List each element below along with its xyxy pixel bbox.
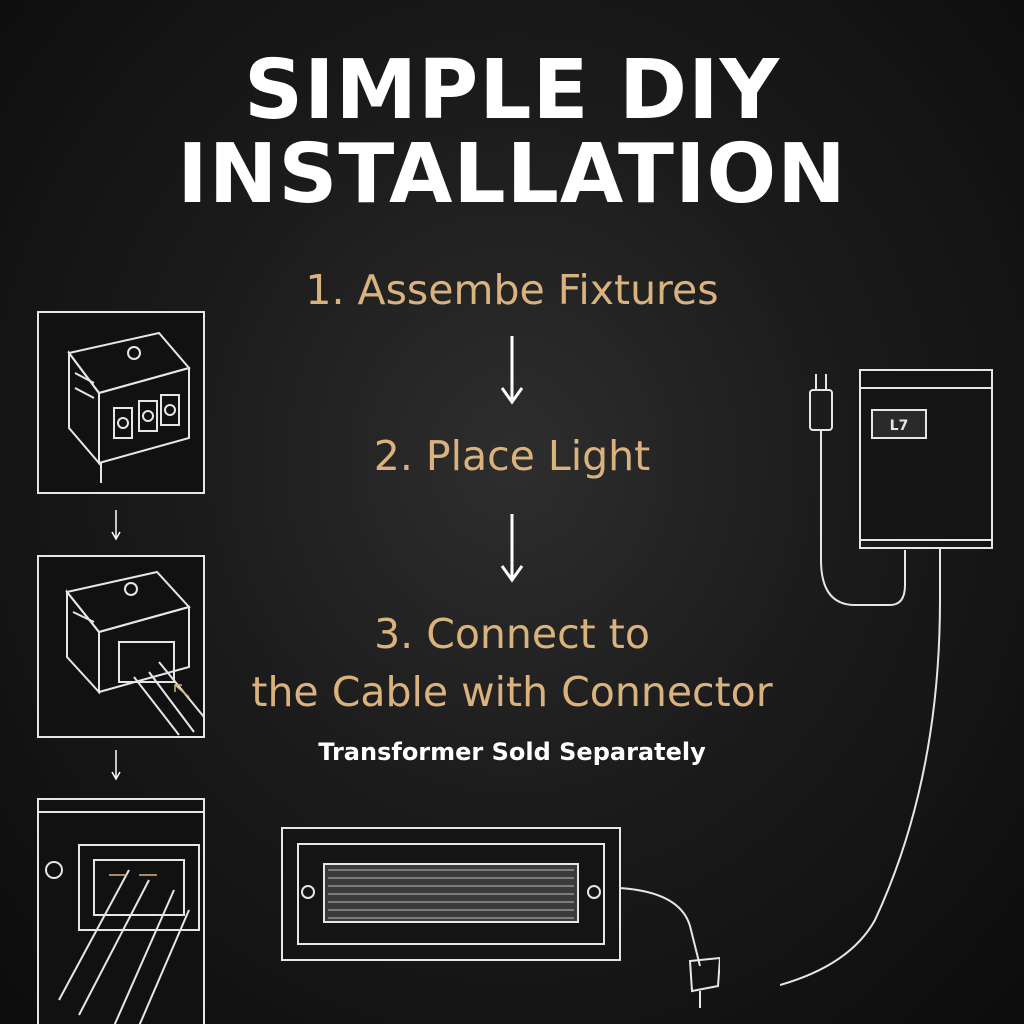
assembly-panel-2 [37, 555, 205, 738]
step-1-text: 1. Assembe Fixtures [305, 266, 719, 314]
brand-logo: L7 [890, 418, 909, 434]
title-line-1: SIMPLE DIY [243, 43, 781, 138]
down-arrow-icon [500, 514, 524, 583]
title-line-2: INSTALLATION [177, 127, 847, 222]
transformer-note: Transformer Sold Separately [318, 738, 706, 766]
assembly-panel-1 [37, 311, 205, 494]
fixture-line-art [65, 570, 203, 736]
down-arrow-icon [500, 336, 524, 405]
fixture-line-art [67, 331, 191, 483]
step-light-icon [281, 827, 720, 1008]
step-3-text-line-2: the Cable with Connector [251, 668, 773, 716]
step-3-text-line-1: 3. Connect to [374, 610, 650, 658]
down-arrow-icon [111, 510, 121, 541]
down-arrow-icon [111, 750, 121, 781]
fixture-line-art [39, 811, 203, 1024]
transformer-icon: L7 [780, 369, 993, 986]
assembly-panel-3 [37, 798, 205, 1024]
step-2-text: 2. Place Light [373, 432, 651, 480]
